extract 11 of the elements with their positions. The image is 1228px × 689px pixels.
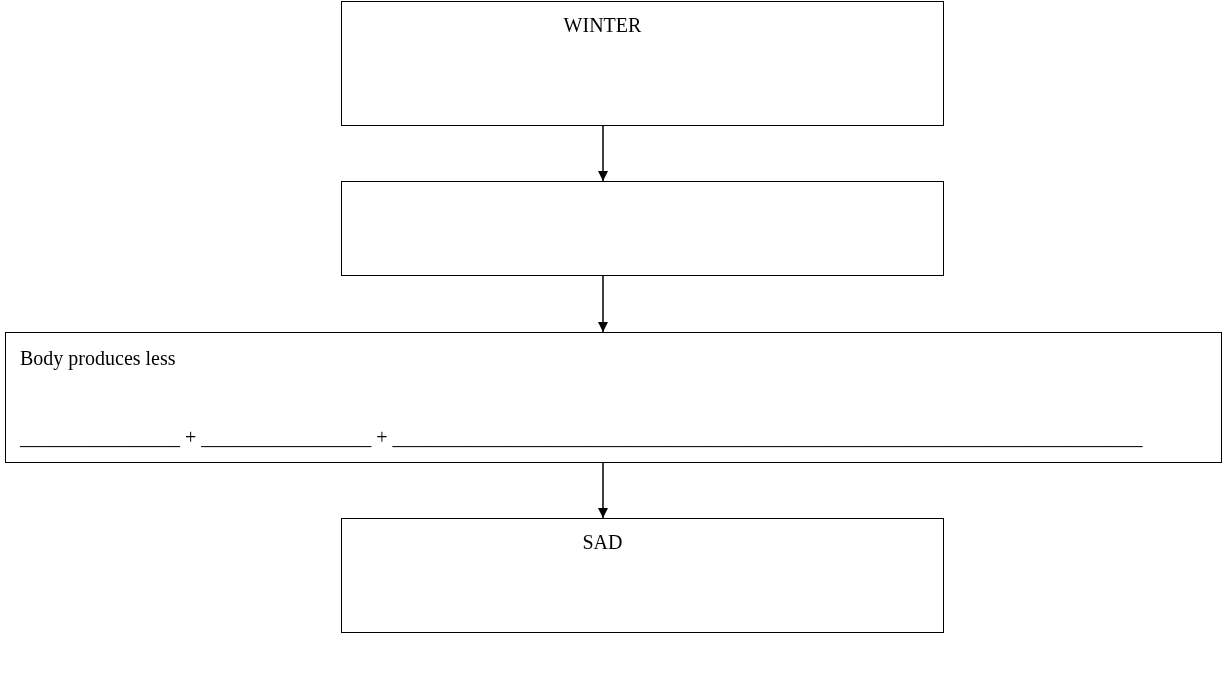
- box-label: WINTER: [562, 14, 643, 37]
- process-box: [341, 1, 944, 126]
- arrow: [598, 462, 608, 519]
- fill-in-line: ________________ + _________________ + ___________________________________________________________________________: [20, 426, 1143, 449]
- box-label: SAD: [581, 531, 624, 554]
- box-label: Body produces less: [20, 347, 176, 370]
- arrow: [598, 275, 608, 333]
- process-box: [341, 181, 944, 276]
- process-box: [5, 332, 1222, 463]
- arrow: [598, 125, 608, 182]
- process-box: [341, 518, 944, 633]
